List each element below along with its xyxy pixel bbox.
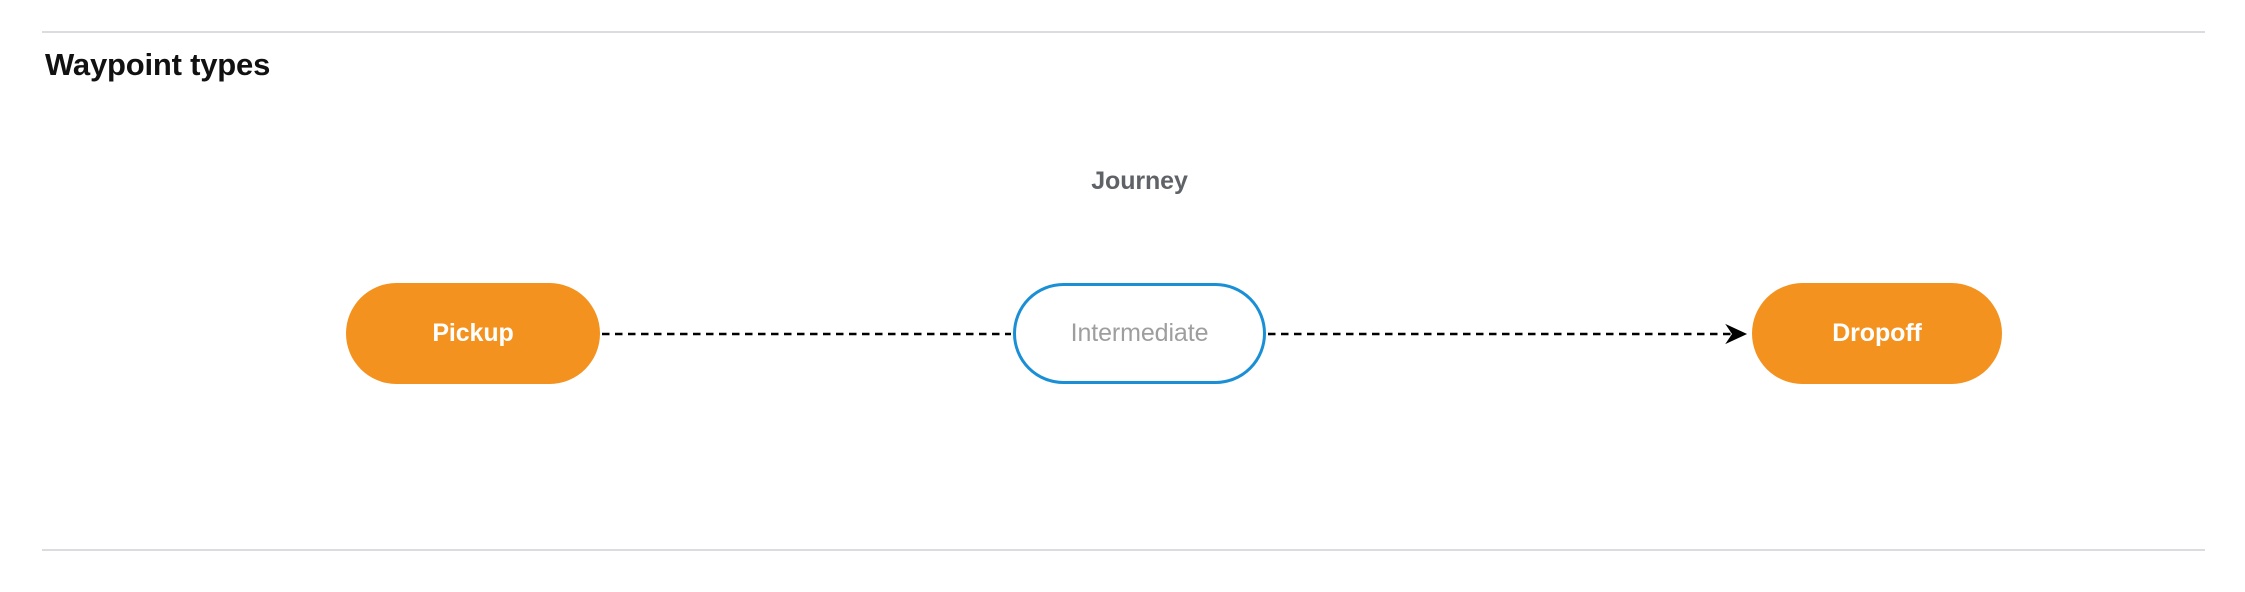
section-divider-bottom <box>42 549 2205 551</box>
waypoint-node-pickup[interactable]: Pickup <box>346 283 600 384</box>
section-divider-top <box>42 31 2205 33</box>
waypoint-node-pickup-label: Pickup <box>432 319 514 347</box>
journey-group-label: Journey <box>1091 167 1188 195</box>
waypoint-node-dropoff[interactable]: Dropoff <box>1752 283 2002 384</box>
waypoint-node-dropoff-label: Dropoff <box>1832 319 1922 347</box>
page-title: Waypoint types <box>45 47 271 82</box>
waypoint-node-intermediate-label: Intermediate <box>1070 319 1209 347</box>
waypoint-node-intermediate[interactable]: Intermediate <box>1013 283 1266 384</box>
